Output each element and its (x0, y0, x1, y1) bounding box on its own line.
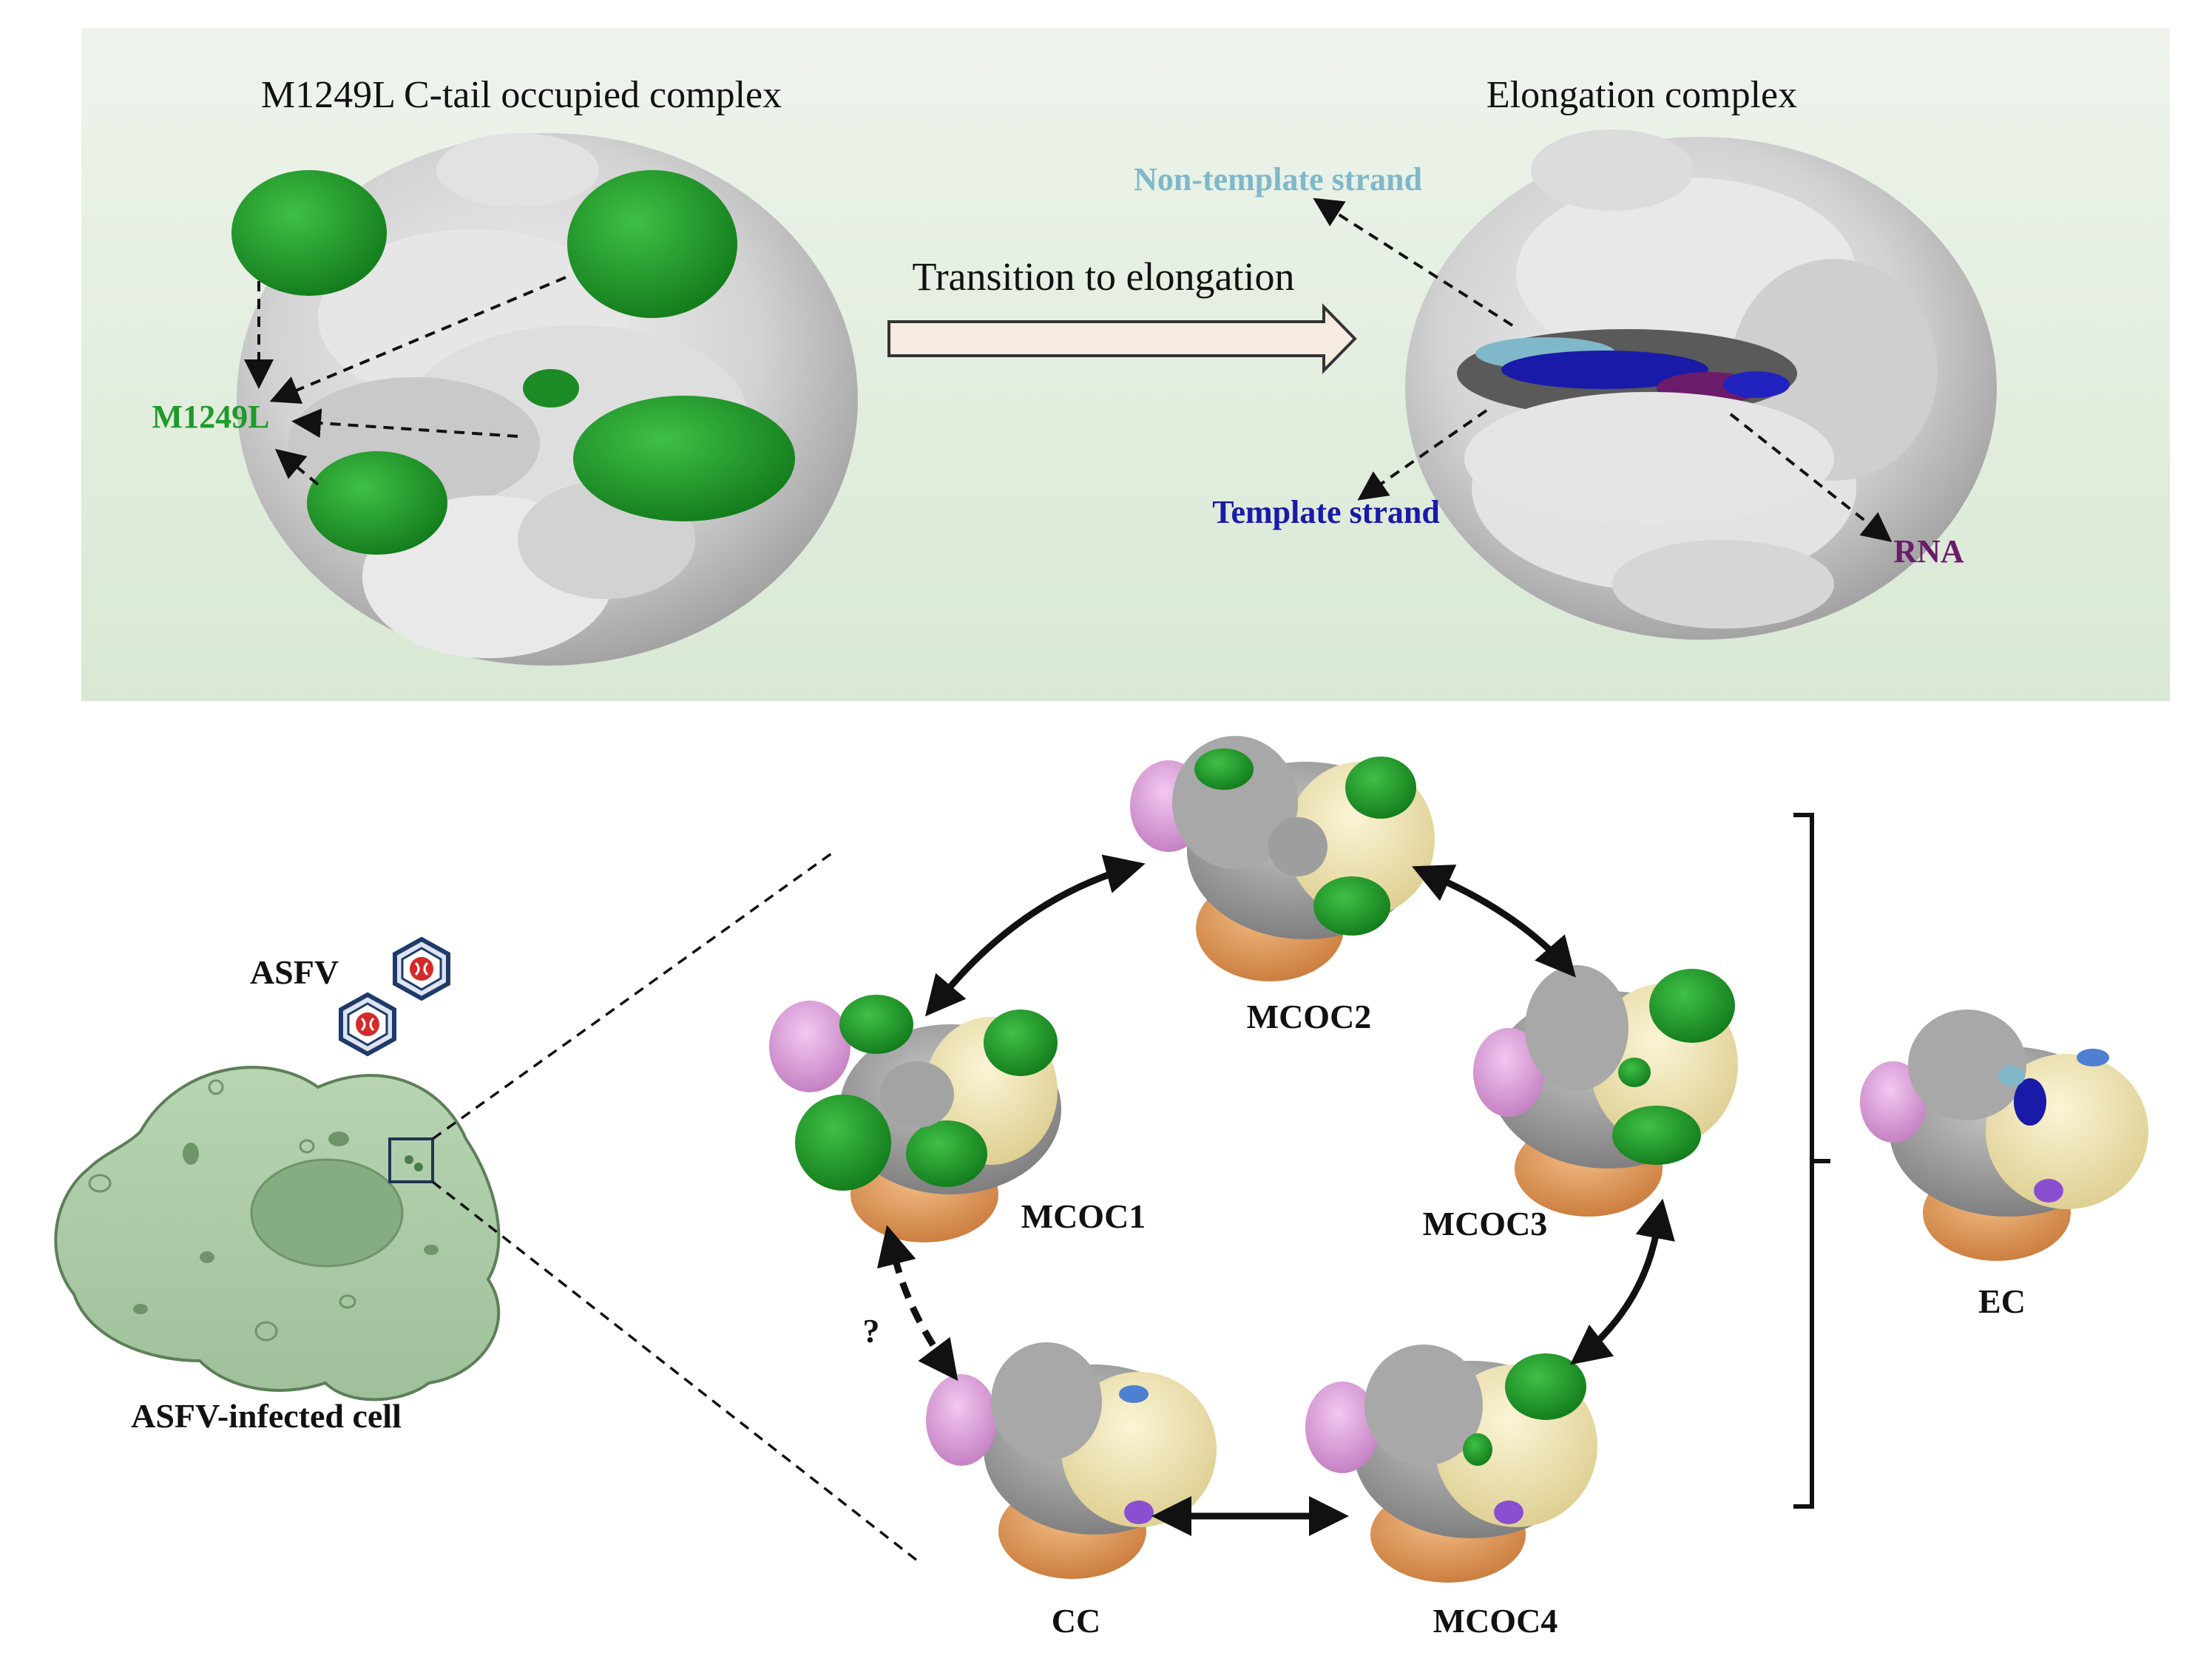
state-transition-arrows (876, 854, 1675, 1536)
rna-label: RNA (1893, 533, 1964, 569)
right-structure-title: Elongation complex (1486, 74, 1797, 116)
mcoc2-structure (1130, 736, 1435, 981)
mcoc1-structure (769, 995, 1061, 1242)
template-strand-density (1501, 351, 1708, 389)
m1249l-label: M1249L (152, 399, 270, 435)
mcoc3-label: MCOC3 (1423, 1205, 1548, 1242)
m1249l-complex-structure (231, 133, 858, 666)
nucleus (250, 1158, 404, 1268)
infected-cell-label: ASFV-infected cell (131, 1397, 402, 1435)
zoom-box (388, 1137, 434, 1183)
m1249l-callout-arrows (244, 276, 566, 486)
ec-callout-arrows (1313, 197, 1893, 542)
left-structure-title: M1249L C-tail occupied complex (261, 74, 782, 116)
ec-structure (1860, 1009, 2148, 1261)
bracket (1793, 813, 1830, 1509)
asfv-virion-icon (339, 992, 396, 1057)
question-mark: ? (863, 1312, 880, 1350)
mcoc4-label: MCOC4 (1433, 1602, 1558, 1640)
asfv-virion-icon (393, 936, 450, 1001)
cc-structure (926, 1342, 1217, 1579)
mcoc3-structure (1473, 965, 1738, 1217)
template-strand-label: Template strand (1212, 494, 1440, 530)
m1249l-domain (231, 170, 387, 296)
m1249l-domain (573, 396, 795, 521)
transition-label: Transition to elongation (912, 254, 1294, 299)
m1249l-domain (567, 170, 737, 318)
mcoc4-structure (1305, 1345, 1597, 1583)
transition-arrow (887, 303, 1357, 374)
zoom-lines (431, 849, 919, 1562)
mcoc2-label: MCOC2 (1247, 998, 1372, 1035)
asfv-label: ASFV (250, 953, 339, 991)
non-template-strand-label: Non-template strand (1134, 161, 1422, 197)
elongation-complex-structure (1405, 129, 1997, 640)
asfv-infected-cell (54, 1066, 501, 1401)
ec-label: EC (1978, 1282, 2026, 1320)
mcoc1-label: MCOC1 (1021, 1197, 1146, 1235)
cc-label: CC (1052, 1602, 1100, 1640)
m1249l-domain (307, 451, 447, 555)
